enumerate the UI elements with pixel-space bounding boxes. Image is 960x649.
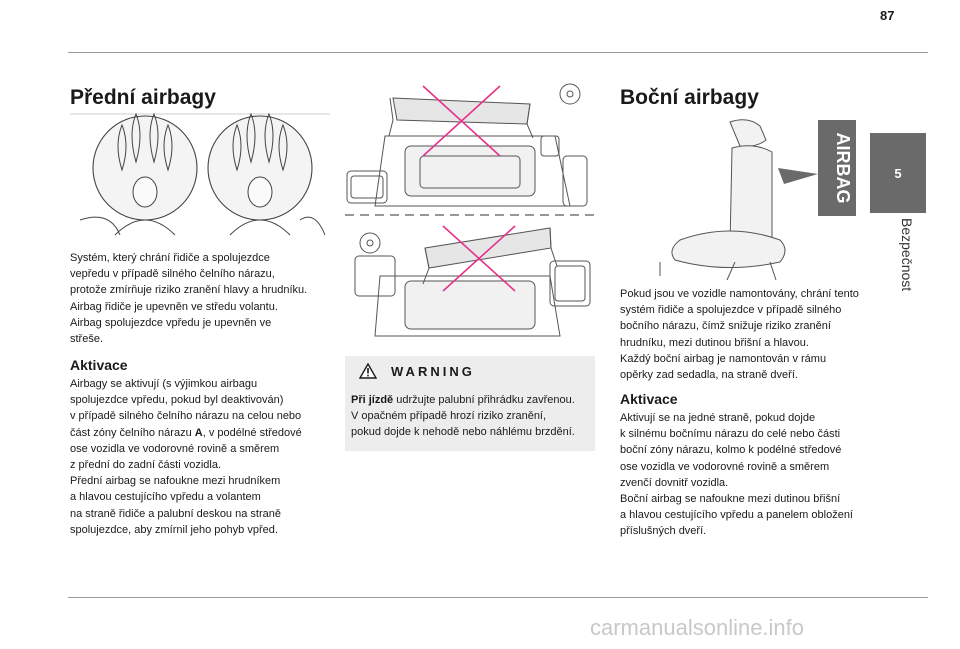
text-line: spolujezdce, aby zmírnil jeho pohyb vpře… — [70, 523, 278, 536]
text-line: Systém, který chrání řidiče a spolujezdc… — [70, 252, 270, 264]
chapter-number: 5 — [894, 165, 902, 181]
text-line: hrudníku, mezi dutinou břišní a hlavou. — [620, 336, 809, 349]
inflated-airbags-drawing — [70, 112, 330, 236]
front-airbags-title: Přední airbagy — [70, 86, 216, 109]
watermark: carmanualsonline.info — [590, 615, 805, 640]
text-line: systém řidiče a spolujezdce v případě si… — [620, 304, 842, 317]
dashboard-drawing — [345, 83, 595, 337]
text-line: v případě silného čelního nárazu na celo… — [70, 410, 302, 423]
side-airbags-intro: Pokud jsou ve vozidle namontovány, chrán… — [620, 286, 880, 383]
text-line: a hlavou cestujícího vpředu a volantem — [70, 491, 261, 504]
airbag-badge-text: AIRBAG — [833, 133, 853, 204]
text-fragment: udržujte palubní přihrádku zavřenou. — [393, 394, 575, 406]
text-line: Airbag řidiče je upevněn ve středu volan… — [70, 300, 278, 313]
glovebox-illustration — [345, 76, 595, 340]
side-activation-heading: Aktivace — [620, 391, 678, 407]
airbag-badge-background — [818, 120, 856, 216]
text-line: na straně řidiče a palubní deskou na str… — [70, 507, 281, 520]
text-line: boční zóny nárazu, kolmo k podélné střed… — [620, 444, 842, 457]
front-airbags-intro: Systém, který chrání řidiče a spolujezdc… — [70, 250, 335, 347]
chapter-title: Bezpečnost — [899, 218, 915, 292]
text-line: pokud dojde k nehodě nebo náhlému brzděn… — [351, 426, 575, 439]
text-line: a hlavou cestujícího vpředu a panelem ob… — [620, 509, 853, 522]
text-line: Aktivují se na jedné straně, pokud dojde — [620, 412, 816, 424]
text-fragment: část zóny čelního nárazu — [70, 426, 195, 439]
text-line: Boční airbag se nafoukne mezi dutinou bř… — [620, 493, 841, 506]
text-line: k silnému bočnímu nárazu do celé nebo čá… — [620, 428, 841, 441]
text-line: Airbagy se aktivují (s výjimkou airbagu — [70, 378, 258, 390]
chapter-tab[interactable]: 5 — [870, 133, 926, 213]
side-airbags-illustration: AIRBAG — [640, 112, 860, 284]
warning-bold-lead: Při jízdě — [351, 394, 394, 406]
text-line: vepředu v případě silného čelního nárazu… — [70, 268, 275, 281]
page-number: 87 — [880, 8, 895, 23]
text-line: bočního nárazu, čímž snižuje riziko zran… — [620, 320, 831, 333]
warning-triangle-icon — [359, 363, 377, 379]
text-fragment: , v podélné středové — [202, 426, 302, 439]
text-line: zvenčí dovnitř vozidla. — [620, 476, 729, 489]
text-line: Pokud jsou ve vozidle namontovány, chrán… — [620, 288, 859, 300]
top-divider — [68, 52, 928, 53]
text-line: z přední do zadní části vozidla. — [70, 459, 222, 472]
text-line: střeše. — [70, 333, 104, 346]
side-activation-text: Aktivují se na jedné straně, pokud dojde… — [620, 410, 880, 540]
text-line: ose vozidla ve vodorovné rovině a směrem — [620, 460, 830, 473]
front-airbags-illustration — [70, 110, 330, 240]
text-line: protože zmírňuje riziko zranění hlavy a … — [70, 284, 308, 297]
text-line: část zóny čelního nárazu A, v podélné st… — [70, 425, 335, 441]
text-line: Při jízdě udržujte palubní přihrádku zav… — [351, 392, 593, 408]
warning-header: WARNING — [345, 356, 595, 386]
text-line: ose vozidla ve vodorovné rovině a směrem — [70, 442, 280, 455]
text-line: opěrky zad sedadla, na straně dveří. — [620, 369, 798, 382]
front-activation-heading: Aktivace — [70, 357, 128, 373]
text-line: příslušných dveří. — [620, 525, 707, 538]
warning-text: Při jízdě udržujte palubní přihrádku zav… — [351, 392, 593, 441]
side-airbags-title: Boční airbagy — [620, 86, 759, 109]
warning-title: WARNING — [391, 363, 475, 379]
text-line: V opačném případě hrozí riziko zranění, — [351, 410, 547, 423]
bottom-divider — [68, 597, 928, 598]
text-line: spolujezdce vpředu, pokud byl deaktivová… — [70, 394, 284, 407]
seat-drawing: AIRBAG — [659, 119, 856, 281]
text-line: Přední airbag se nafoukne mezi hrudníkem — [70, 475, 281, 488]
text-line: Airbag spolujezdce vpředu je upevněn ve — [70, 316, 272, 329]
text-line: Každý boční airbag je namontován v rámu — [620, 352, 827, 365]
front-activation-text: Airbagy se aktivují (s výjimkou airbagu … — [70, 376, 335, 538]
warning-box: WARNING Při jízdě udržujte palubní přihr… — [345, 356, 595, 451]
zone-letter: A — [194, 426, 203, 439]
